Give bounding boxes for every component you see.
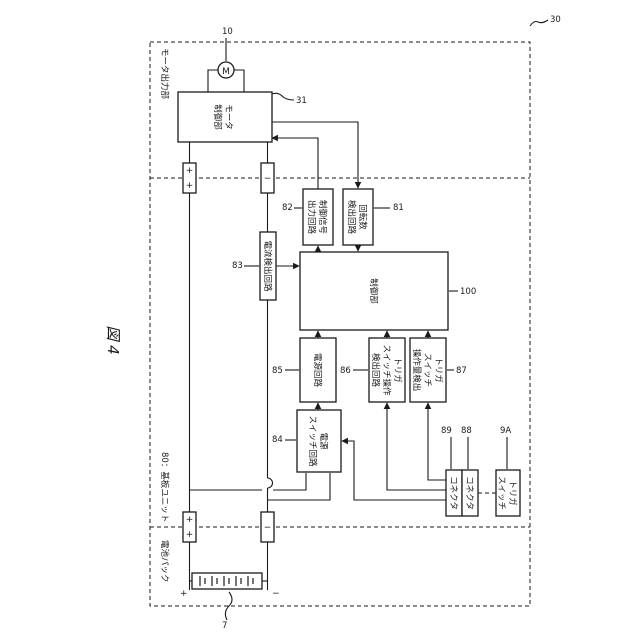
ref-9A: 9A — [500, 426, 511, 436]
wire-connector-to-trigger-amount — [428, 403, 446, 480]
battery-minus-sign: − — [272, 589, 280, 599]
ref-10: 10 — [222, 27, 233, 37]
terminal-minus-bottom-label: − — [264, 523, 272, 533]
svg-text:回転数: 回転数 — [357, 204, 368, 230]
ref-85: 85 — [272, 366, 283, 376]
svg-text:出力回路: 出力回路 — [306, 200, 317, 235]
wire-minus-crossover — [268, 478, 273, 488]
ref-82: 82 — [282, 203, 293, 213]
battery-cells — [192, 573, 262, 589]
terminal-plus-bottom-label-a: + — [186, 515, 194, 525]
svg-text:トリガ: トリガ — [507, 480, 518, 506]
terminal-minus-top-label: − — [264, 174, 272, 184]
svg-text:トリガ: トリガ — [392, 357, 403, 383]
svg-text:コネクタ: コネクタ — [448, 476, 458, 510]
ref-84: 84 — [272, 435, 283, 445]
battery-plus-sign: + — [180, 589, 188, 599]
ref-83: 83 — [232, 261, 243, 271]
svg-text:電流検出回路: 電流検出回路 — [262, 240, 273, 292]
svg-text:制御信号: 制御信号 — [317, 200, 328, 234]
block-connector-89-label: コネクタ — [448, 476, 458, 510]
terminal-plus-top-label-b: + — [186, 181, 194, 191]
region-label-board-unit: 80：基板ユニット — [159, 452, 170, 522]
svg-text:電源回路: 電源回路 — [312, 353, 323, 388]
terminal-plus-top-label-a: + — [186, 166, 194, 176]
ref-31: 31 — [296, 96, 307, 106]
svg-text:操作量検出: 操作量検出 — [411, 349, 422, 392]
motor-label: M — [222, 67, 230, 77]
region-label-motor-output: モータ出力部 — [159, 48, 170, 100]
ref-7: 7 — [222, 621, 227, 631]
ref-81: 81 — [393, 203, 404, 213]
motor-wire-left — [208, 70, 218, 92]
wire-signal-to-motor-control — [272, 138, 318, 189]
svg-text:スイッチ操作: スイッチ操作 — [381, 344, 392, 396]
svg-text:制御部: 制御部 — [212, 104, 223, 130]
block-connector-88-label: コネクタ — [464, 476, 474, 510]
motor-wire-right — [234, 70, 244, 92]
wire-connector-to-trigger-detect — [387, 403, 446, 490]
ref-31-leader — [272, 93, 294, 100]
ref-30-leader — [530, 20, 548, 26]
wire-connector-to-power-switch — [342, 441, 446, 500]
block-controller-label: 制御部 — [368, 278, 379, 304]
region-label-battery-pack: 電池パック — [159, 540, 170, 583]
svg-text:コネクタ: コネクタ — [464, 476, 474, 510]
svg-text:スイッチ回路: スイッチ回路 — [307, 415, 318, 467]
figure-title: 図 4 — [104, 325, 122, 354]
svg-text:トリガ: トリガ — [433, 357, 444, 383]
svg-text:電源: 電源 — [318, 432, 328, 450]
ref-100: 100 — [460, 287, 476, 297]
ref-88: 88 — [461, 426, 472, 436]
svg-text:スイッチ: スイッチ — [496, 476, 506, 510]
wire-minus-to-power-switch — [268, 473, 331, 500]
ref-86: 86 — [340, 366, 351, 376]
block-power-circuit-label: 電源回路 — [312, 353, 323, 388]
svg-text:検出回路: 検出回路 — [346, 200, 357, 235]
svg-text:制御部: 制御部 — [368, 278, 379, 304]
ref-89: 89 — [441, 426, 452, 436]
svg-text:スイッチ: スイッチ — [422, 353, 432, 387]
svg-text:モータ: モータ — [223, 104, 233, 130]
block-motor-control-label: モータ 制御部 — [212, 104, 233, 130]
terminal-plus-bottom-label-b: + — [186, 530, 194, 540]
wire-plus-to-power-switch — [190, 473, 307, 490]
svg-text:検出回路: 検出回路 — [370, 353, 381, 388]
ref-30: 30 — [550, 15, 561, 25]
ref-87: 87 — [456, 366, 467, 376]
block-current-detect-label: 電流検出回路 — [262, 240, 273, 292]
